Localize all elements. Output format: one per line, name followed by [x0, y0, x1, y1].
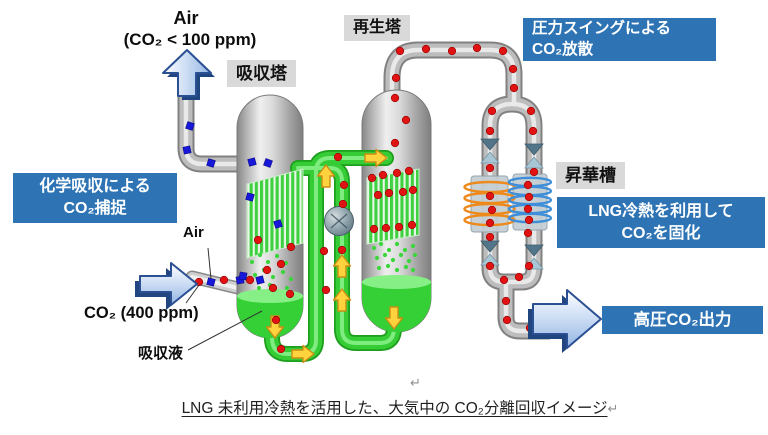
absorber-fins: [246, 168, 304, 259]
figure-caption-row: LNG 未利用冷熱を活用した、大気中の CO₂分離回収イメージ↵: [0, 396, 768, 418]
callout-line: CO₂放散: [532, 40, 594, 58]
callout-line: 高圧CO₂出力: [633, 310, 732, 329]
co2-dots: [194, 43, 539, 354]
callout-line: CO₂捕捉: [63, 200, 127, 217]
solvent-bubbles: [249, 241, 418, 291]
air-out-arrow-icon: [162, 49, 215, 100]
air-out-subtitle: (CO₂ < 100 ppm): [123, 30, 257, 49]
lng-cooling-callout: LNG冷熱を利用して CO₂を固化: [557, 197, 765, 248]
co2-output-arrow-icon: [528, 289, 602, 353]
high-pressure-co2-callout: 高圧CO₂出力: [602, 306, 763, 334]
pressure-swing-callout: 圧力スイングによる CO₂放散: [523, 18, 716, 61]
co2-in-label: CO₂ (400 ppm): [84, 304, 199, 322]
air-in-arrow-icon: [135, 262, 198, 310]
air-out-title: Air: [173, 8, 199, 28]
chemical-absorption-callout: 化学吸収による CO₂捕捉: [13, 173, 177, 223]
figure-caption: LNG 未利用冷熱を活用した、大気中の CO₂分離回収イメージ: [181, 400, 608, 417]
callout-line: 化学吸収による: [39, 178, 151, 196]
absorbent-label: 吸収液: [138, 345, 184, 362]
pump-icon: [324, 206, 354, 236]
paragraph-return-mark: ↵: [410, 375, 421, 390]
paragraph-return-mark: ↵: [607, 401, 619, 416]
air-dots: [182, 121, 283, 287]
air-in-label: Air: [183, 224, 204, 241]
leader-lines: [185, 247, 263, 351]
callout-line: LNG冷熱を利用して: [588, 202, 734, 220]
callout-line: 圧力スイングによる: [532, 19, 672, 37]
absorber-tower-label: 吸収塔: [227, 60, 296, 87]
solvent-pipes: [264, 150, 402, 362]
sublimation-tank-label: 昇華槽: [556, 162, 625, 189]
regenerator-tower-label: 再生塔: [344, 15, 411, 41]
callout-line: CO₂を固化: [621, 224, 701, 242]
regenerator-fins: [366, 168, 420, 245]
